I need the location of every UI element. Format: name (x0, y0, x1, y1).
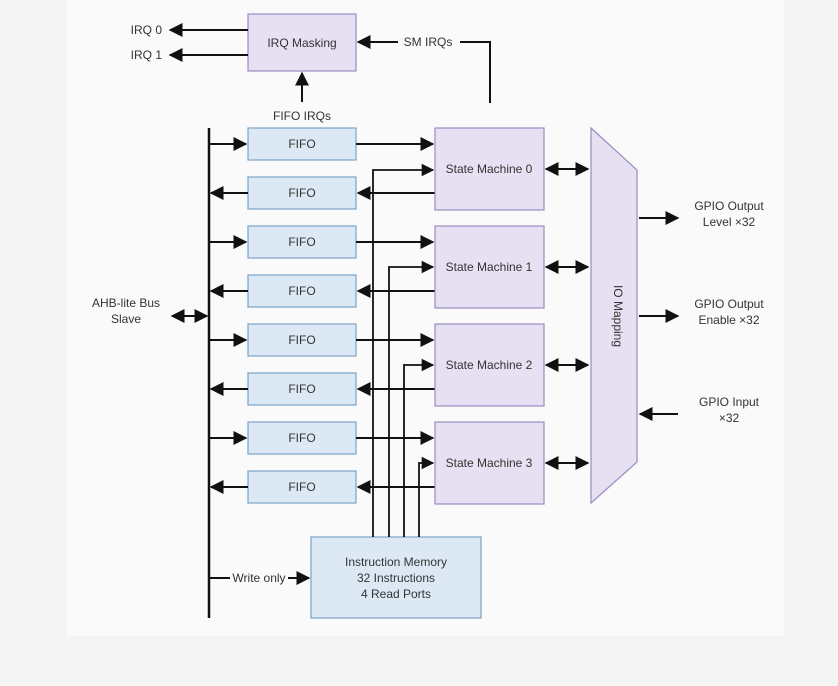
instruction-memory-box (310, 536, 482, 619)
state-machine-3-box (434, 421, 545, 505)
gpio-output-level-line1: GPIO Output (694, 199, 764, 213)
sm-irqs-label: SM IRQs (404, 35, 453, 49)
state-machine-group: State Machine 0 State Machine 1 State Mach… (434, 127, 590, 505)
state-machine-0-label: State Machine 0 (446, 162, 533, 176)
irq0-label: IRQ 0 (131, 23, 163, 37)
fifo-group: FIFO FIFO FIFO FIFO FIFO FIFO FIFO FIFO (209, 127, 435, 504)
read-port-group (372, 163, 435, 537)
write-only-label: Write only (232, 571, 285, 585)
read-port-0-line (372, 163, 435, 537)
irq-masking-label: IRQ Masking (267, 36, 336, 50)
state-machine-2-box (434, 323, 545, 407)
gpio-output-enable-line2: Enable ×32 (698, 313, 759, 327)
fifo-label: FIFO (288, 137, 315, 151)
instruction-memory-line1: Instruction Memory (345, 555, 447, 569)
read-port-1-line (388, 260, 435, 537)
state-machine-1-label: State Machine 1 (446, 260, 533, 274)
fifo-irqs-label: FIFO IRQs (273, 109, 331, 123)
fifo-box (247, 372, 357, 406)
fifo-label: FIFO (288, 235, 315, 249)
sm-irqs-line (460, 41, 491, 103)
fifo-box (247, 323, 357, 357)
bus-label-line2: Slave (111, 312, 141, 326)
fifo-box (247, 274, 357, 308)
gpio-output-enable-line1: GPIO Output (694, 297, 764, 311)
state-machine-0-box (434, 127, 545, 211)
io-mapping-block (590, 126, 638, 505)
state-machine-1-box (434, 225, 545, 309)
instruction-memory-line3: 4 Read Ports (361, 587, 431, 601)
irq-masking-box (247, 13, 357, 72)
bus-label-line1: AHB-lite Bus (92, 296, 160, 310)
read-port-2-line (403, 358, 435, 537)
gpio-input-line2: ×32 (719, 411, 740, 425)
fifo-box (247, 421, 357, 455)
fifo-box (247, 127, 357, 161)
fifo-label: FIFO (288, 480, 315, 494)
state-machine-2-label: State Machine 2 (446, 358, 533, 372)
instruction-memory-line2: 32 Instructions (357, 571, 435, 585)
irq1-label: IRQ 1 (131, 48, 163, 62)
read-port-3-line (418, 456, 435, 537)
fifo-box (247, 225, 357, 259)
fifo-box (247, 470, 357, 504)
io-mapping-label: IO Mapping (611, 285, 625, 347)
gpio-input-line1: GPIO Input (699, 395, 760, 409)
fifo-label: FIFO (288, 333, 315, 347)
state-machine-3-label: State Machine 3 (446, 456, 533, 470)
fifo-label: FIFO (288, 284, 315, 298)
fifo-label: FIFO (288, 382, 315, 396)
gpio-output-level-line2: Level ×32 (703, 215, 756, 229)
fifo-label: FIFO (288, 431, 315, 445)
fifo-label: FIFO (288, 186, 315, 200)
